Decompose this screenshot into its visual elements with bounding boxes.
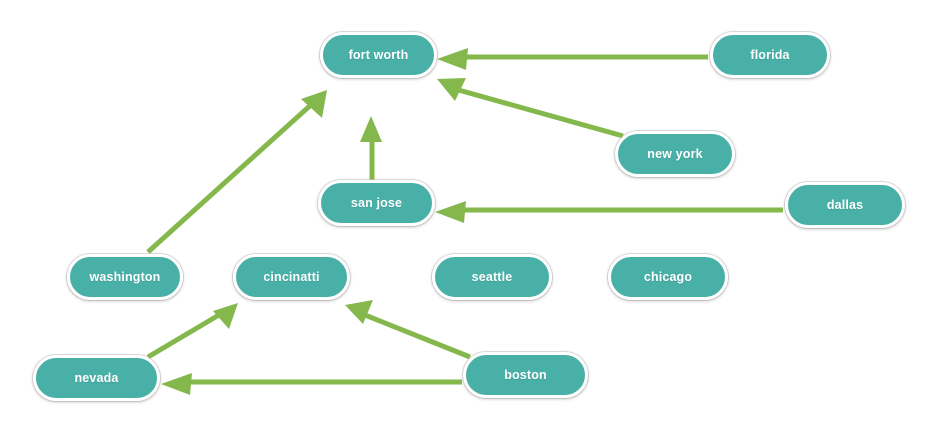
node-label: cincinatti (263, 270, 320, 284)
graph-node-new-york[interactable]: new york (615, 131, 735, 177)
edge-new-york-to-fort-worth (437, 78, 624, 139)
graph-node-dallas[interactable]: dallas (785, 182, 905, 228)
graph-node-washington[interactable]: washington (67, 254, 183, 300)
edge-florida-to-fort-worth (437, 48, 708, 70)
graph-node-nevada[interactable]: nevada (33, 355, 160, 401)
node-label: boston (504, 368, 547, 382)
edge-boston-to-nevada (161, 373, 462, 395)
graph-node-seattle[interactable]: seattle (432, 254, 552, 300)
node-label: new york (647, 147, 703, 161)
edge-boston-to-cincinatti (345, 300, 471, 360)
node-label: fort worth (348, 48, 409, 62)
node-label: nevada (74, 371, 119, 385)
node-label: seattle (471, 270, 513, 284)
edge-washington-to-fort-worth (146, 90, 327, 254)
node-label: dallas (826, 198, 864, 212)
node-label: washington (89, 270, 161, 284)
graph-node-cincinatti[interactable]: cincinatti (233, 254, 350, 300)
graph-node-florida[interactable]: florida (710, 32, 830, 78)
edge-san-jose-to-fort-worth (360, 116, 382, 180)
graph-node-boston[interactable]: boston (463, 352, 588, 398)
edge-dallas-to-san-jose (435, 201, 783, 223)
graph-node-fort-worth[interactable]: fort worth (320, 32, 437, 78)
node-label: san jose (350, 196, 403, 210)
node-label: chicago (643, 270, 693, 284)
graph-node-san-jose[interactable]: san jose (318, 180, 435, 226)
edge-nevada-to-cincinatti (146, 303, 238, 360)
graph-node-chicago[interactable]: chicago (608, 254, 728, 300)
node-label: florida (750, 48, 790, 62)
